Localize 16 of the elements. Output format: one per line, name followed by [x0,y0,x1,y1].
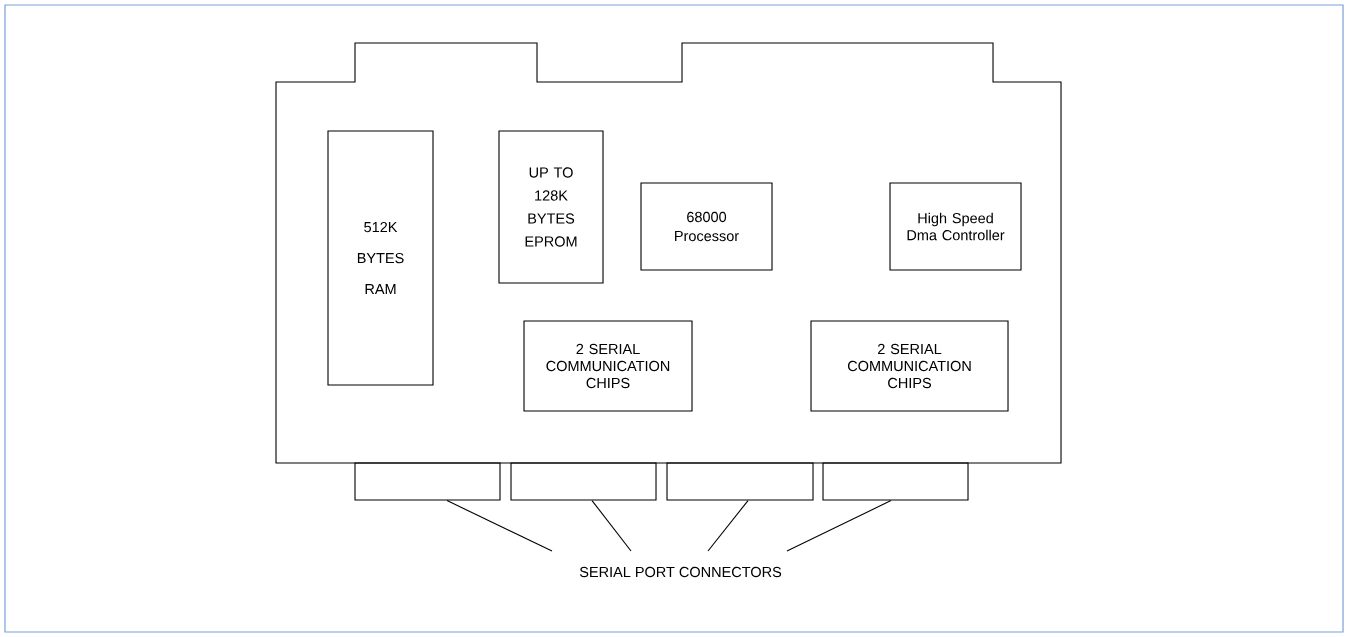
leader-line [591,500,632,552]
chip-box: 2 SERIAL COMMUNICATION CHIPS [810,320,1009,412]
chip-box: 2 SERIAL COMMUNICATION CHIPS [523,320,693,412]
leader-line [446,500,553,552]
circuit-board [275,42,1062,464]
chip-box: UP TO 128K BYTES EPROM [498,130,604,284]
connector-box [822,462,969,501]
leader-line [707,500,749,552]
chip-box: 512K BYTES RAM [327,130,434,386]
chip-box: High Speed Dma Controller [889,182,1022,271]
connector-box [354,462,501,501]
connector-box [510,462,657,501]
connector-box [666,462,814,501]
caption-text: SERIAL PORT CONNECTORS [579,566,782,578]
leader-line [786,500,892,552]
chip-box: 68000 Processor [640,182,773,271]
